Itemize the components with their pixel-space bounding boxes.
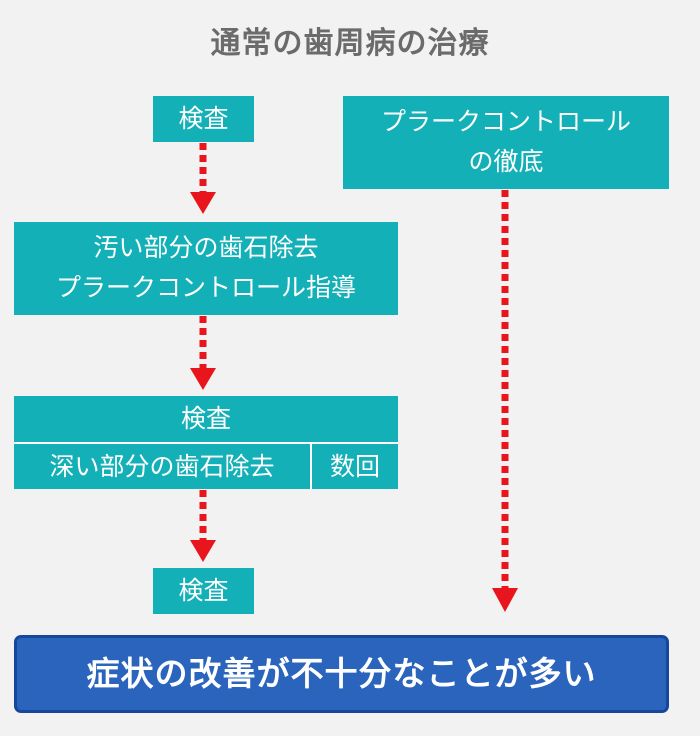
deep-scaling-label: 深い部分の歯石除去 [14,444,312,489]
plaque-control-line1: プラークコントロール [380,107,631,136]
plaque-control-line2: の徹底 [468,147,544,176]
plaque-control-box: プラークコントロール の徹底 [343,96,669,189]
diagram-title: 通常の歯周病の治療 [210,26,490,61]
step-exam-1: 検査 [153,96,254,142]
step-scaling-line2: プラークコントロール指導 [55,273,356,302]
step-exam-2: 検査 [14,396,398,444]
step-deep-scaling-box: 検査 深い部分の歯石除去 数回 [14,396,398,489]
step-exam-3: 検査 [153,568,254,614]
arrow-exam1-to-scaling [190,143,216,214]
step-scaling-line1: 汚い部分の歯石除去 [93,233,319,262]
arrow-scaling-to-exam2 [190,316,216,390]
arrow-plaque-control-to-result [492,190,518,612]
arrow-deep-scaling-to-exam3 [190,490,216,562]
repeat-count-label: 数回 [329,452,380,481]
result-banner: 症状の改善が不十分なことが多い [14,635,669,713]
step-scaling-box: 汚い部分の歯石除去 プラークコントロール指導 [14,222,398,315]
